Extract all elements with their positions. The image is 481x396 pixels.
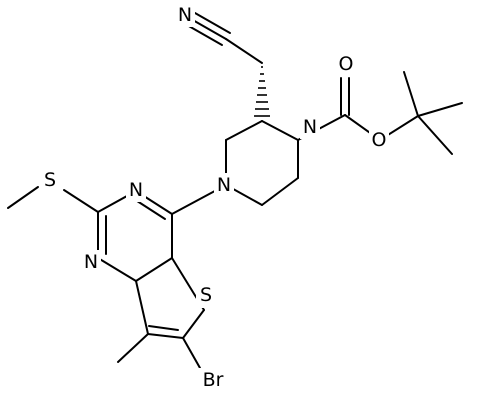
bond-hashed-wedge bbox=[254, 66, 270, 117]
bond-s-c6 bbox=[182, 309, 205, 339]
ester-o-atom: O bbox=[369, 128, 389, 152]
piperazine-n1-atom: N bbox=[300, 115, 320, 139]
pyrimidine-n1-label: N bbox=[84, 251, 98, 273]
bromine-atom: Br bbox=[198, 368, 228, 392]
atom-label-layer: N N N N N S S O bbox=[40, 3, 389, 392]
bond-cn-ch2 bbox=[225, 38, 263, 64]
bond-c6-br bbox=[182, 337, 201, 369]
piperazine-n1-label: N bbox=[303, 116, 317, 138]
thiomethyl-s-atom: S bbox=[40, 167, 60, 193]
carbonyl-o-atom: O bbox=[336, 52, 356, 76]
bond-c6-c7-b bbox=[148, 325, 179, 331]
bond-nitrile-triple-3 bbox=[194, 12, 231, 34]
bond-tbu-me1 bbox=[403, 71, 419, 117]
thiophene-s-label: S bbox=[200, 284, 212, 306]
bond-layer bbox=[7, 12, 463, 369]
thiophene-s-atom: S bbox=[196, 282, 216, 308]
piperazine-n4-atom: N bbox=[214, 173, 234, 197]
bond-c7a-c4a bbox=[135, 257, 173, 282]
bond-c2-n1 bbox=[261, 120, 299, 141]
bond-n1pyr-c7a bbox=[97, 257, 137, 282]
nitrile-n-label: N bbox=[178, 4, 192, 26]
pyrimidine-n3-label: N bbox=[129, 179, 143, 201]
piperazine-n4-label: N bbox=[217, 174, 231, 196]
bond-nitrile-triple-2 bbox=[186, 24, 223, 46]
carbonyl-o-label: O bbox=[339, 53, 354, 75]
bond-c2-sme bbox=[63, 189, 99, 213]
nitrile-n-atom: N bbox=[175, 3, 195, 27]
pyrimidine-n3-atom: N bbox=[126, 178, 146, 202]
bond-c7-methyl bbox=[117, 333, 149, 363]
bond-c6-c7-a bbox=[147, 333, 184, 339]
bromine-label: Br bbox=[203, 369, 224, 391]
bond-tbu-me3 bbox=[417, 115, 453, 155]
bond-c6-c5 bbox=[261, 177, 299, 206]
bond-nitrile-triple-1 bbox=[190, 18, 227, 40]
bond-c7-c7a bbox=[135, 280, 149, 335]
thiomethyl-s-label: S bbox=[44, 169, 56, 191]
bond-s-methyl bbox=[7, 186, 39, 209]
bond-c4-n3-b bbox=[133, 198, 166, 220]
pyrimidine-n1-atom: N bbox=[81, 250, 101, 274]
bond-tbu-me2 bbox=[417, 102, 463, 117]
bond-c3-c2 bbox=[225, 120, 263, 141]
ester-o-label: O bbox=[372, 129, 387, 151]
